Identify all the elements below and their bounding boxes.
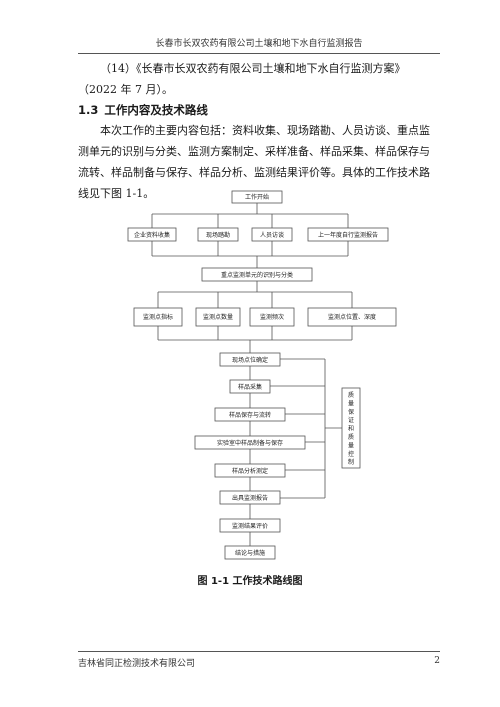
flow-box-location-depth [307, 307, 397, 327]
flow-label-indicators: 监测点指标 [143, 313, 173, 321]
flow-label-step-3: 样品保存与流转 [229, 411, 271, 419]
flow-label-frequency: 监测频次 [260, 313, 284, 321]
flow-start-box [231, 190, 283, 204]
flow-label-step-4: 实验室中样品制备与保存 [217, 439, 283, 447]
flow-label-identification: 重点监测单元的识别与分类 [221, 271, 293, 279]
flow-label-step-5: 样品分析测定 [232, 467, 268, 475]
flow-box-step-1 [219, 352, 281, 367]
flow-box-step-3 [214, 407, 286, 422]
flow-label-step-2: 样品采集 [238, 383, 262, 391]
flow-box-step-6 [219, 490, 281, 505]
page-header: 长春市长双农药有限公司土壤和地下水自行监测报告 [78, 36, 440, 54]
flow-box-step-5 [214, 463, 286, 478]
flow-label-step-8: 结论与措施 [235, 549, 265, 557]
page-footer: 吉林省同正检测技术有限公司 2 [78, 651, 440, 669]
section-title: 工作内容及技术路线 [104, 103, 208, 117]
flow-start-label: 工作开始 [245, 193, 269, 201]
flow-label-step-7: 监测结果评价 [232, 522, 268, 530]
body-paragraph: 本次工作的主要内容包括：资料收集、现场踏勘、人员访谈、重点监测单元的识别与分类、… [78, 124, 430, 200]
flow-label-interviews: 人员访谈 [260, 231, 284, 239]
flow-box-quality-control [341, 387, 361, 469]
flow-box-point-count [195, 307, 241, 327]
flow-box-identification [201, 267, 313, 282]
footer-company: 吉林省同正检测技术有限公司 [78, 659, 196, 669]
flow-box-data-collection [127, 227, 177, 242]
flow-connectors [151, 203, 353, 546]
technical-route-flowchart: 工作开始 企业资料收集 现场踏勘 人员访谈 上一年度自行监测报告 重点监测单元的… [127, 190, 397, 560]
flow-label-step-1: 现场点位确定 [232, 356, 268, 364]
flow-box-frequency [249, 307, 295, 327]
flow-label-location-depth: 监测点位置、深度 [328, 313, 376, 321]
flow-label-site-survey: 现场踏勘 [206, 231, 230, 239]
flow-label-quality-control: 质量保证和质量控制 [348, 391, 354, 466]
page-number: 2 [434, 656, 440, 666]
flow-label-data-collection: 企业资料收集 [134, 231, 170, 239]
flow-label-point-count: 监测点数量 [203, 313, 233, 321]
flow-label-step-6: 出具监测报告 [232, 494, 268, 502]
section-heading: 1.3 工作内容及技术路线 [78, 102, 214, 118]
flow-box-step-8 [224, 545, 276, 560]
flow-box-step-7 [219, 518, 281, 533]
flow-box-indicators [133, 307, 183, 327]
section-number: 1.3 [78, 103, 99, 117]
flow-box-last-year-report [307, 227, 389, 242]
flow-box-site-survey [197, 227, 239, 242]
figure-caption: 图 1-1 工作技术路线图 [197, 576, 303, 587]
reference-item: （14）《长春市长双农药有限公司土壤和地下水自行监测方案》（2022 年 7 月… [78, 62, 406, 96]
flow-label-last-year-report: 上一年度自行监测报告 [318, 231, 378, 239]
flow-box-step-2 [229, 379, 271, 394]
flow-box-step-4 [194, 435, 306, 450]
flow-box-interviews [251, 227, 293, 242]
